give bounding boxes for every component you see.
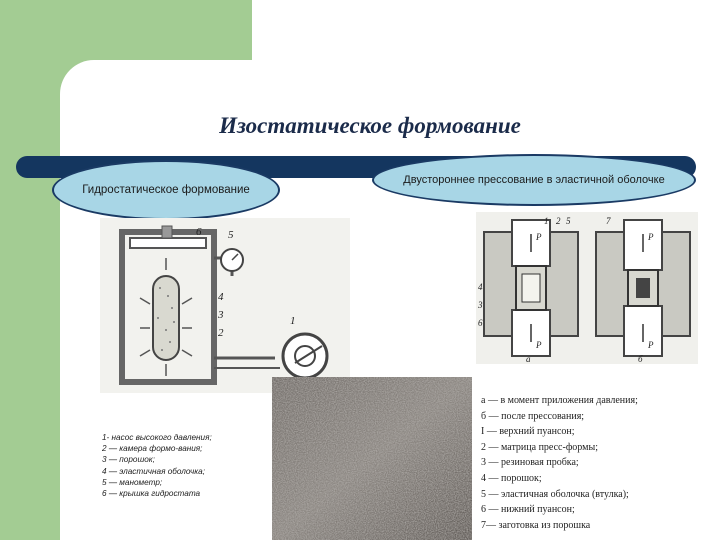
press-label-p-top-a: P <box>535 232 542 242</box>
legend-item: 2 — камера формо-вания; <box>102 443 212 454</box>
legend-item: 2 — матрица пресс-формы; <box>481 440 638 456</box>
press-label-5: 5 <box>566 216 571 226</box>
press-label-6: 6 <box>478 318 483 328</box>
hydrostat-label-1: 1 <box>290 315 296 327</box>
legend-item: 3 — порошок; <box>102 454 212 465</box>
press-label-1: 1 <box>544 216 549 226</box>
hydrostat-legend: 1- насос высокого давления; 2 — камера ф… <box>102 432 212 499</box>
press-label-3: 3 <box>477 300 483 310</box>
legend-item: 4 — порошок; <box>481 471 638 487</box>
legend-item: 4 — эластичная оболочка; <box>102 466 212 477</box>
press-label-b: б <box>638 354 643 364</box>
legend-item: 5 — эластичная оболочка (втулка); <box>481 487 638 503</box>
legend-item: I — верхний пуансон; <box>481 424 638 440</box>
legend-item: 6 — нижний пуансон; <box>481 502 638 518</box>
hydrostat-label-4: 4 <box>218 291 224 303</box>
right-heading-oval: Двустороннее прессование в эластичной об… <box>372 154 696 206</box>
slide-title: Изостатическое формование <box>150 113 590 139</box>
powder-micrograph-image <box>272 377 472 540</box>
legend-item: 5 — манометр; <box>102 477 212 488</box>
press-label-2: 2 <box>556 216 561 226</box>
press-label-p-bottom-a: P <box>535 340 542 350</box>
press-label-p-top-b: P <box>647 232 654 242</box>
press-legend: а — в момент приложения давления; б — по… <box>481 393 638 533</box>
legend-item: 3 — резиновая пробка; <box>481 455 638 471</box>
right-heading: Двустороннее прессование в эластичной об… <box>403 174 664 186</box>
hydrostat-label-6: 6 <box>196 226 202 238</box>
legend-item: 7— заготовка из порошка <box>481 518 638 534</box>
hydrostat-label-3: 3 <box>217 309 224 321</box>
press-label-p-bottom-b: P <box>647 340 654 350</box>
elastic-shell-press-diagram: 1 2 5 7 4 3 6 P P P P a б <box>476 212 698 364</box>
press-label-7: 7 <box>606 216 611 226</box>
legend-item: 1- насос высокого давления; <box>102 432 212 443</box>
press-label-4: 4 <box>478 282 483 292</box>
legend-item: 6 — крышка гидростата <box>102 488 212 499</box>
left-heading-oval: Гидростатическое формование <box>52 160 280 220</box>
press-label-a: a <box>526 354 531 364</box>
hydrostat-diagram: 6 5 4 3 2 1 <box>100 218 350 393</box>
left-heading: Гидростатическое формование <box>82 184 250 196</box>
legend-item: б — после прессования; <box>481 409 638 425</box>
hydrostat-label-5: 5 <box>228 229 234 241</box>
legend-item: а — в момент приложения давления; <box>481 393 638 409</box>
hydrostat-label-2: 2 <box>218 327 224 339</box>
